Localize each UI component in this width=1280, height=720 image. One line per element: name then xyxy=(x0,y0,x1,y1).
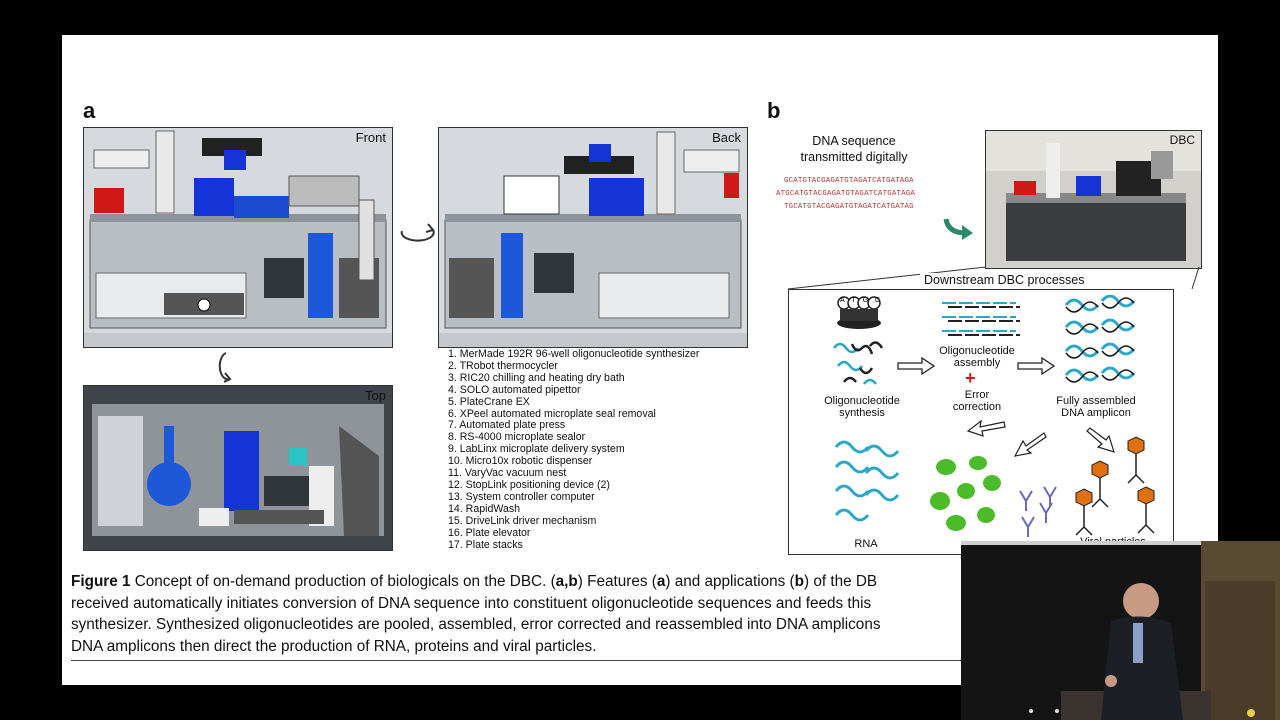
dna-sequence-title: DNA sequence transmitted digitally xyxy=(794,133,914,165)
front-view-diagram: Front xyxy=(83,127,393,348)
back-machine-drawing xyxy=(439,128,747,347)
curved-arrow-icon xyxy=(943,218,973,240)
legend-item: 3. RIC20 chilling and heating dry bath xyxy=(448,371,625,384)
rna-label: RNA xyxy=(854,538,878,550)
component-legend: 1. MerMade 192R 96-well oligonucleotide … xyxy=(448,348,700,551)
slide: a Front xyxy=(62,35,1218,685)
error-label-line1: Error xyxy=(964,389,990,401)
front-view-label: Front xyxy=(355,130,386,145)
arrow-down-right-icon xyxy=(1086,427,1115,453)
caption-line1-mid: ) Features ( xyxy=(577,573,657,590)
assembly-label: Oligonucleotide assembly xyxy=(934,345,1020,369)
sequencer-letters: A T G C xyxy=(840,297,880,304)
arrow-left-icon xyxy=(966,419,1006,437)
legend-item: 8. RS-4000 microplate sealor xyxy=(448,431,586,444)
error-label-line2: correction xyxy=(952,401,1002,413)
amplicon-label-line1: Fully assembled xyxy=(1056,395,1136,407)
oligonucleotides-icon xyxy=(833,341,884,385)
caption-rule xyxy=(71,660,961,661)
protein-icon xyxy=(930,456,1001,531)
panel-b-letter: b xyxy=(767,98,781,123)
caption-line1-end: ) of the DB xyxy=(803,573,878,590)
back-view-diagram: Back xyxy=(438,127,748,348)
assembly-label-line1: Oligonucleotide xyxy=(939,345,1015,357)
caption-ab: a,b xyxy=(555,573,578,590)
oligo-assembly-icon xyxy=(942,302,1020,336)
dbc-photo-label: DBC xyxy=(1169,133,1195,147)
synthesis-label: Oligonucleotide synthesis xyxy=(820,395,904,419)
amplicon-label-line2: DNA amplicon xyxy=(1061,407,1131,419)
front-machine-drawing xyxy=(84,128,392,347)
dna-amplicon-icon xyxy=(1064,295,1136,383)
seq-letter-a: A xyxy=(840,297,845,304)
amplicon-label: Fully assembled DNA amplicon xyxy=(1048,395,1144,419)
speaker-video-overlay xyxy=(961,541,1280,720)
caption-a: a xyxy=(656,573,666,590)
legend-item: 11. VaryVac vacuum nest xyxy=(448,467,567,480)
caption-b: b xyxy=(794,573,804,590)
sequence-line-3: TGCATGTACGAGATGTAGATCATGATAG xyxy=(784,203,914,211)
arrow-right-icon-2 xyxy=(1017,357,1056,375)
dna-title-line2: transmitted digitally xyxy=(800,150,908,164)
legend-item: 17. Plate stacks xyxy=(448,538,523,551)
rotate-arrow-icon xyxy=(400,223,435,242)
synthesis-label-line2: synthesis xyxy=(839,407,885,419)
error-correction-label: Error correction xyxy=(934,389,1020,413)
dna-title-line1: DNA sequence xyxy=(812,134,896,148)
plus-icon: + xyxy=(965,368,976,388)
legend-item: 6. XPeel automated microplate seal remov… xyxy=(448,407,656,420)
legend-item: 13. System controller computer xyxy=(448,490,595,503)
downstream-title: Downstream DBC processes xyxy=(920,273,1089,287)
legend-item: 14. RapidWash xyxy=(448,502,521,515)
caption-line-1: Figure 1 Concept of on-demand production… xyxy=(71,571,1209,593)
assembly-label-line2: assembly xyxy=(953,357,1001,369)
legend-item: 1. MerMade 192R 96-well oligonucleotide … xyxy=(448,348,700,360)
top-view-diagram: Top xyxy=(83,385,393,551)
legend-item: 10. Micro10x robotic dispenser xyxy=(448,455,593,468)
caption-fig-label: Figure 1 xyxy=(71,573,131,590)
legend-item: 5. PlateCrane EX xyxy=(448,395,530,408)
seq-letter-t: T xyxy=(851,297,856,304)
viral-particle-icon xyxy=(1075,436,1155,536)
dbc-photo-drawing xyxy=(986,131,1201,268)
dbc-photo: DBC xyxy=(985,130,1202,269)
caption-line1-text: Concept of on-demand production of biolo… xyxy=(130,573,556,590)
sequence-line-1: GCATGTACGAGATGTAGATCATGATAGA xyxy=(784,177,914,185)
synthesis-label-line1: Oligonucleotide xyxy=(824,395,900,407)
legend-item: 2. TRobot thermocycler xyxy=(448,359,558,372)
panel-a-letter: a xyxy=(83,98,96,123)
arrow-right-icon xyxy=(897,357,936,375)
figure-caption: Figure 1 Concept of on-demand production… xyxy=(71,571,1209,657)
legend-item: 12. StopLink positioning device (2) xyxy=(448,478,610,491)
rotate-vertical-arrow-icon xyxy=(218,352,232,383)
legend-item: 9. LabLinx microplate delivery system xyxy=(448,443,625,456)
seq-letter-c: C xyxy=(874,297,880,304)
top-view-label: Top xyxy=(365,388,386,403)
arrow-down-left-icon xyxy=(1013,432,1047,457)
zoom-connector-lines xyxy=(787,266,1200,290)
legend-item: 7. Automated plate press xyxy=(448,419,566,432)
caption-line-4: DNA amplicons then direct the production… xyxy=(71,637,597,655)
synthesizer-icon xyxy=(837,296,881,329)
caption-line-3: synthesizer. Synthesized oligonucleotide… xyxy=(71,616,881,633)
seq-letter-g: G xyxy=(862,297,869,304)
legend-item: 15. DriveLink driver mechanism xyxy=(448,514,597,527)
back-view-label: Back xyxy=(712,130,741,145)
caption-line1-mid2: ) and applications ( xyxy=(665,573,795,590)
top-machine-drawing xyxy=(84,386,392,550)
legend-item: 4. SOLO automated pipettor xyxy=(448,383,581,396)
legend-item: 16. Plate elevator xyxy=(448,526,531,539)
sequence-line-2: ATGCATGTACGAGATGTAGATCATGATAGA xyxy=(776,190,916,198)
antibody-icon xyxy=(1019,486,1057,537)
speaker-video-image xyxy=(961,541,1280,720)
rna-icon xyxy=(834,440,900,522)
caption-line-2: received automatically initiates convers… xyxy=(71,594,872,612)
